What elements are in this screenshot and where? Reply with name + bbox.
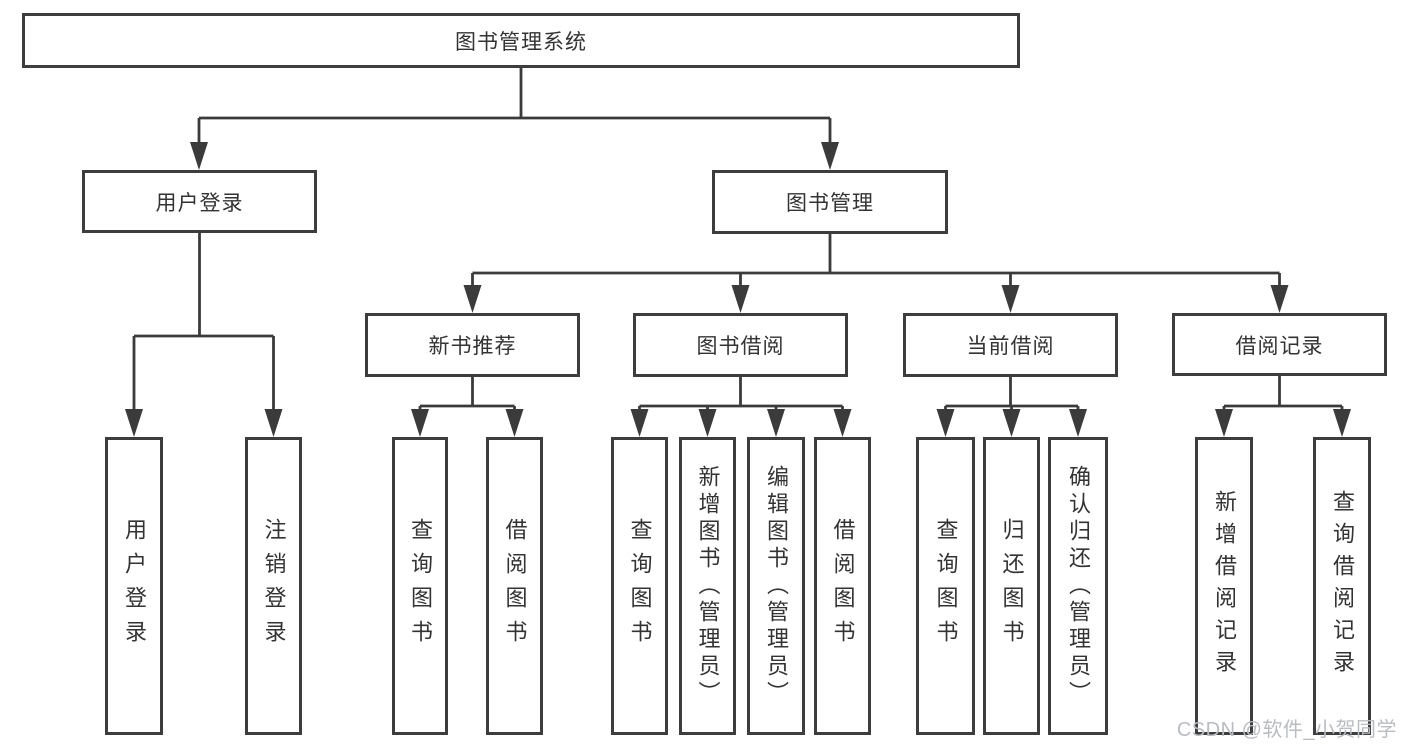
edge-root <box>197 68 832 150</box>
leaf-edit-books-admin: 编辑图书（管理员） <box>747 437 805 735</box>
leaf-logout-label: 注销登录 <box>261 518 287 654</box>
node-root-label: 图书管理系统 <box>455 30 587 54</box>
leaf-logout: 注销登录 <box>245 437 302 735</box>
leaf-add-books-admin: 新增图书（管理员） <box>679 437 736 735</box>
arrow-down-icon <box>1002 409 1021 437</box>
node-new-book-recommend: 新书推荐 <box>365 313 580 377</box>
leaf-edit-books-admin-label: 编辑图书（管理员） <box>764 464 789 708</box>
node-root: 图书管理系统 <box>22 13 1020 68</box>
leaf-newbook-borrow-books-label: 借阅图书 <box>502 518 528 654</box>
leaf-add-borrow-record-label: 新增借阅记录 <box>1212 490 1237 682</box>
arrow-down-icon <box>1001 285 1020 313</box>
leaf-add-books-admin-label: 新增图书（管理员） <box>695 464 721 708</box>
leaf-return-books: 归还图书 <box>983 437 1040 735</box>
node-book-management-label: 图书管理 <box>786 192 874 215</box>
arrow-down-icon <box>767 409 785 437</box>
arrow-down-icon <box>1215 409 1233 437</box>
leaf-query-borrow-record: 查询借阅记录 <box>1313 437 1371 735</box>
leaf-borrow-borrow-books: 借阅图书 <box>814 437 871 735</box>
leaf-user-login: 用户登录 <box>105 437 163 735</box>
node-book-borrowing-label: 图书借阅 <box>696 335 785 358</box>
node-user-login: 用户登录 <box>82 170 317 233</box>
arrow-down-icon <box>1069 409 1087 437</box>
leaf-add-borrow-record: 新增借阅记录 <box>1195 437 1253 735</box>
leaf-current-query-books-label: 查询图书 <box>933 518 959 654</box>
leaf-newbook-borrow-books: 借阅图书 <box>486 437 543 735</box>
arrow-down-icon <box>698 409 717 437</box>
node-new-book-recommend-label: 新书推荐 <box>428 335 517 358</box>
edge-book-borrowing <box>638 377 844 417</box>
leaf-query-borrow-record-label: 查询借阅记录 <box>1330 490 1355 682</box>
node-current-borrowing-label: 当前借阅 <box>966 335 1055 358</box>
csdn-watermark: CSDN @软件_小贺同学 <box>1176 719 1397 741</box>
arrow-down-icon <box>833 409 852 437</box>
node-borrowing-records-label: 借阅记录 <box>1235 334 1324 358</box>
arrow-down-icon <box>1333 409 1351 437</box>
connector-arrowheads <box>125 142 1351 437</box>
arrow-down-icon <box>505 409 524 437</box>
arrow-down-icon <box>264 409 283 437</box>
node-book-borrowing: 图书借阅 <box>633 313 848 377</box>
edge-user-login <box>132 233 275 417</box>
node-book-management: 图书管理 <box>712 170 948 234</box>
leaf-confirm-return-admin-label: 确认归还（管理员） <box>1066 464 1091 708</box>
arrow-down-icon <box>1270 285 1289 313</box>
arrow-down-icon <box>821 142 839 170</box>
leaf-user-login-label: 用户登录 <box>122 518 147 654</box>
arrow-down-icon <box>463 285 482 313</box>
arrow-down-icon <box>630 409 649 437</box>
leaf-borrow-borrow-books-label: 借阅图书 <box>830 518 856 654</box>
edge-book-management <box>471 234 1281 293</box>
arrow-down-icon <box>411 409 429 437</box>
leaf-borrow-query-books: 查询图书 <box>611 437 668 735</box>
node-current-borrowing: 当前借阅 <box>903 313 1118 377</box>
node-user-login-label: 用户登录 <box>155 191 244 215</box>
leaf-confirm-return-admin: 确认归还（管理员） <box>1048 437 1108 735</box>
edge-new-book <box>418 377 516 417</box>
leaf-newbook-query-books-label: 查询图书 <box>408 518 433 654</box>
arrow-down-icon <box>936 409 955 437</box>
arrow-down-icon <box>731 285 750 313</box>
node-borrowing-records: 借阅记录 <box>1172 313 1387 376</box>
edge-borrowing-records <box>1222 376 1344 417</box>
connector-edges <box>132 68 1344 417</box>
arrow-down-icon <box>125 409 143 437</box>
leaf-borrow-query-books-label: 查询图书 <box>627 518 653 654</box>
leaf-current-query-books: 查询图书 <box>916 437 975 735</box>
leaf-return-books-label: 归还图书 <box>999 518 1025 654</box>
leaf-newbook-query-books: 查询图书 <box>392 437 448 735</box>
arrow-down-icon <box>190 142 208 170</box>
